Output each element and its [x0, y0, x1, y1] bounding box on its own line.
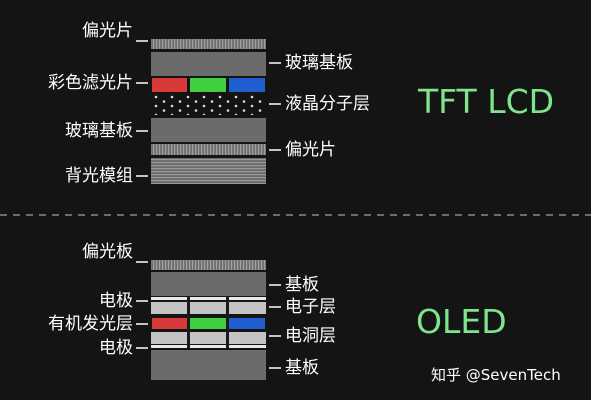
oled-leader-lines	[136, 261, 281, 369]
tft-label-top-glass: 玻璃基板	[285, 53, 353, 73]
tft-bottom-polarizer-layer	[151, 144, 266, 155]
oled-stack	[151, 260, 266, 380]
tft-red-filter	[152, 78, 187, 92]
oled-bottom-substrate-layer	[151, 350, 266, 380]
oled-red-emitter	[152, 318, 187, 329]
oled-label-top-substrate: 基板	[285, 275, 319, 295]
tft-label-bottom-polarizer: 偏光片	[285, 140, 336, 160]
tft-label-top-polarizer: 偏光片	[82, 21, 133, 41]
tft-blue-filter	[229, 78, 265, 92]
watermark: 知乎 @SevenTech	[431, 366, 561, 384]
oled-top-substrate-layer	[151, 272, 266, 296]
tft-leader-lines	[136, 40, 281, 177]
tft-top-polarizer-layer	[151, 39, 266, 49]
tft-label-color-filter: 彩色滤光片	[48, 73, 133, 93]
oled-hole-layer	[151, 332, 266, 344]
tft-lcd-stack	[151, 39, 266, 184]
oled-green-emitter	[190, 318, 226, 329]
tft-backlight-layer	[151, 158, 266, 184]
oled-bottom-electrode-layer	[151, 345, 266, 348]
oled-label-emissive-layer: 有机发光层	[48, 314, 133, 334]
tft-green-filter	[190, 78, 226, 92]
tft-top-glass-layer	[151, 52, 266, 76]
oled-label-top-electrode: 电极	[99, 291, 133, 311]
tft-bottom-glass-layer	[151, 118, 266, 142]
oled-label-electron-layer: 电子层	[285, 297, 336, 317]
tft-liquid-crystal-layer	[151, 95, 266, 115]
oled-label-bottom-substrate: 基板	[285, 358, 319, 378]
tft-label-backlight: 背光模组	[65, 166, 133, 186]
oled-electron-layer	[151, 302, 266, 314]
tft-lcd-title: TFT LCD	[418, 82, 555, 121]
oled-label-hole-layer: 电洞层	[285, 326, 336, 346]
oled-title: OLED	[416, 302, 507, 341]
tft-label-bottom-glass: 玻璃基板	[65, 121, 133, 141]
oled-blue-emitter	[229, 318, 265, 329]
oled-polarizer-layer	[151, 260, 266, 270]
oled-subpixel-separators	[187, 297, 229, 348]
oled-label-polarizer: 偏光板	[82, 242, 133, 262]
oled-top-electrode-layer	[151, 297, 266, 300]
oled-label-bottom-electrode: 电极	[99, 338, 133, 358]
tft-label-liquid-crystal: 液晶分子层	[285, 94, 370, 114]
